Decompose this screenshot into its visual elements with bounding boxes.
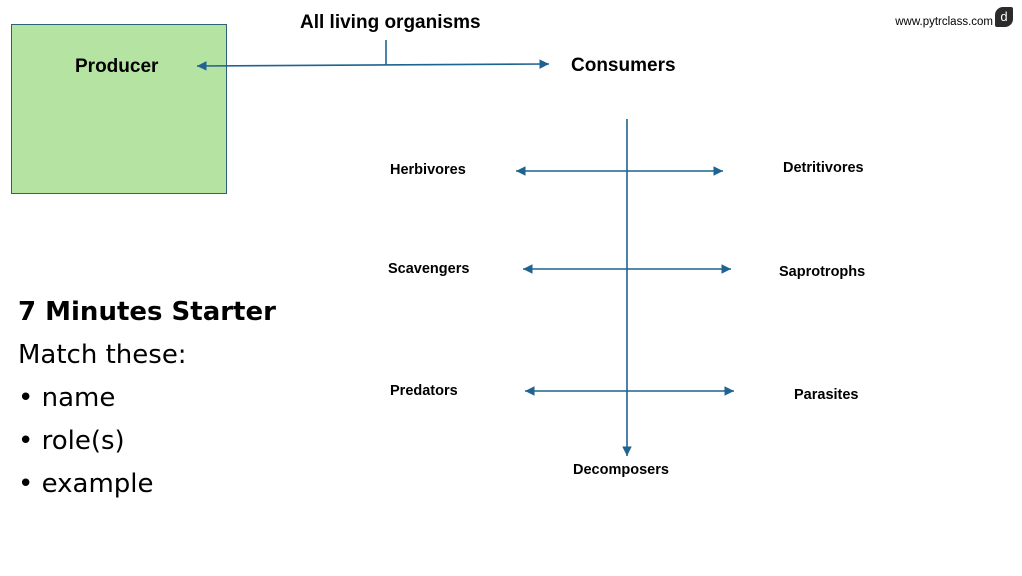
producer-consumer-arrow: [196, 59, 550, 71]
bullet-item: • name: [18, 383, 116, 413]
bullet-text: name: [41, 383, 116, 413]
producer-box: [11, 24, 227, 194]
producer-label: Producer: [75, 56, 159, 77]
saprotrophs-label: Saprotrophs: [779, 264, 866, 280]
bullet-text: role(s): [41, 426, 125, 456]
scavengers-label: Scavengers: [388, 261, 470, 277]
consumers-label: Consumers: [571, 55, 676, 76]
bullet-text: example: [41, 469, 154, 499]
decomposers-label: Decomposers: [573, 462, 669, 478]
website-label: www.pytrclass.com: [895, 16, 993, 28]
bullet-item: • example: [18, 469, 154, 499]
herbivores-label: Herbivores: [390, 162, 466, 178]
starter-subtitle: Match these:: [18, 340, 187, 370]
bullet-item: • role(s): [18, 426, 125, 456]
detritivores-label: Detritivores: [783, 160, 864, 176]
root-label: All living organisms: [300, 12, 481, 33]
predators-label: Predators: [390, 383, 458, 399]
starter-title: 7 Minutes Starter: [18, 297, 276, 327]
logo-icon: d: [995, 7, 1013, 27]
parasites-label: Parasites: [794, 387, 859, 403]
